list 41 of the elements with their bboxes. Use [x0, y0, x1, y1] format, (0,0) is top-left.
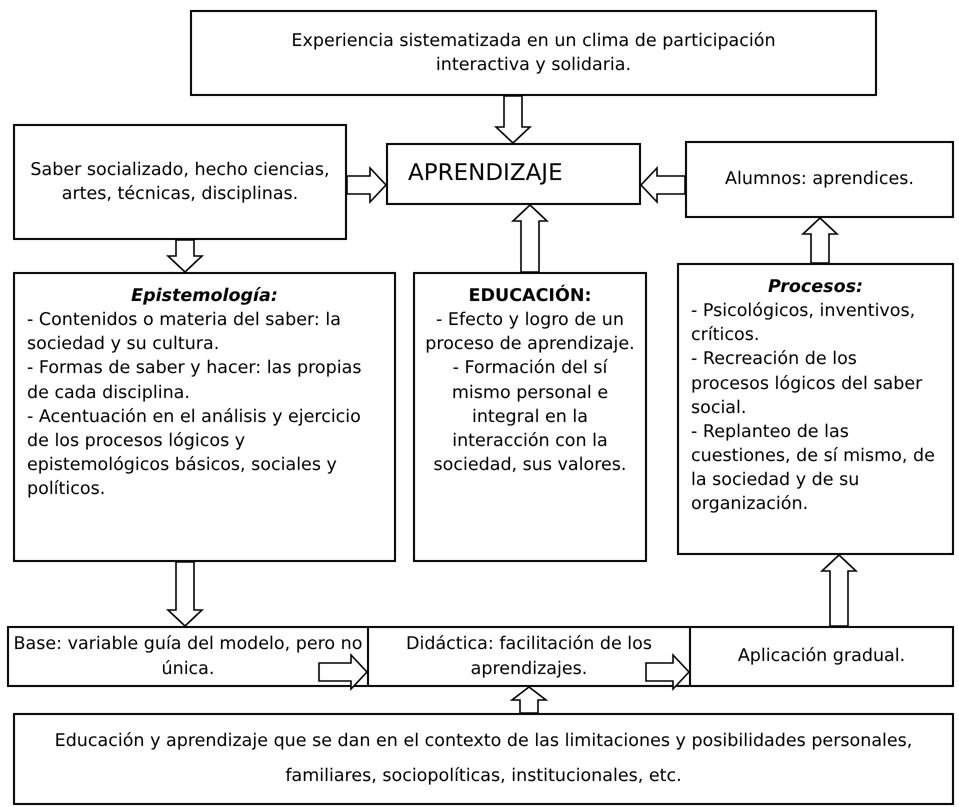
- box-text: Experiencia sistematizada en un clima de participación interactiva y solidaria.: [290, 30, 777, 77]
- content-box: [677, 263, 954, 555]
- box-text: Alumnos: aprendices.: [725, 168, 914, 192]
- block-arrow: [510, 686, 548, 714]
- block-arrow: [640, 166, 686, 204]
- box-text: - Acentuación en el análisis y ejercicio de los procesos lógicos y epistemológicos básicos, sociales y políticos.: [27, 406, 362, 502]
- box-text: - Formación del sí mismo personal e integral en la interacción con la sociedad, sus valores.: [432, 357, 628, 477]
- heading: Epistemología:: [130, 285, 279, 308]
- heading: EDUCACIÓN:: [468, 284, 592, 308]
- box-text: Base: variable guía del modelo, pero no única.: [12, 633, 364, 680]
- heading: Procesos:: [766, 276, 864, 299]
- block-arrow: [510, 204, 550, 273]
- central-box: [386, 143, 641, 205]
- box-text: - Psicológicos, inventivos, críticos.: [691, 300, 916, 348]
- content-box: [13, 272, 396, 562]
- box-text: - Formas de saber y hacer: las propias de cada disciplina.: [27, 357, 362, 405]
- block-arrow: [166, 561, 204, 628]
- content-box: [413, 272, 647, 562]
- box-text: - Contenidos o materia del saber: la sociedad y su cultura.: [27, 309, 342, 356]
- box-text: - Efecto y logro de un proceso de aprendizaje.: [424, 309, 636, 356]
- process-box: [685, 141, 954, 218]
- block-arrow: [800, 216, 840, 264]
- process-box: [190, 10, 877, 96]
- box-text: APRENDIZAJE: [408, 159, 563, 188]
- block-arrow: [166, 239, 204, 274]
- box-text: - Recreación de los procesos lógicos del saber social.: [691, 348, 924, 420]
- box-text: Aplicación gradual.: [738, 645, 906, 668]
- table-cell-box: [7, 626, 369, 687]
- context-box: [13, 713, 954, 805]
- box-text: Didáctica: facilitación de los aprendizajes.: [405, 633, 653, 680]
- table-cell-box: [689, 626, 954, 687]
- block-arrow: [494, 95, 532, 144]
- box-text: Saber socializado, hecho ciencias, artes, técnicas, disciplinas.: [29, 158, 331, 206]
- block-arrow: [820, 554, 858, 627]
- block-arrow: [645, 652, 690, 692]
- table-cell-box: [367, 626, 691, 687]
- block-arrow: [318, 652, 368, 692]
- box-text: Educación y aprendizaje que se dan en el contexto de las limitaciones y posibilidades personales, familiares, sociopolíticas, institucionales, etc.: [54, 730, 914, 788]
- block-arrow: [346, 166, 388, 204]
- process-box: [13, 124, 347, 240]
- box-text: - Replanteo de las cuestiones, de sí mismo, de la sociedad y de su organización.: [691, 420, 936, 516]
